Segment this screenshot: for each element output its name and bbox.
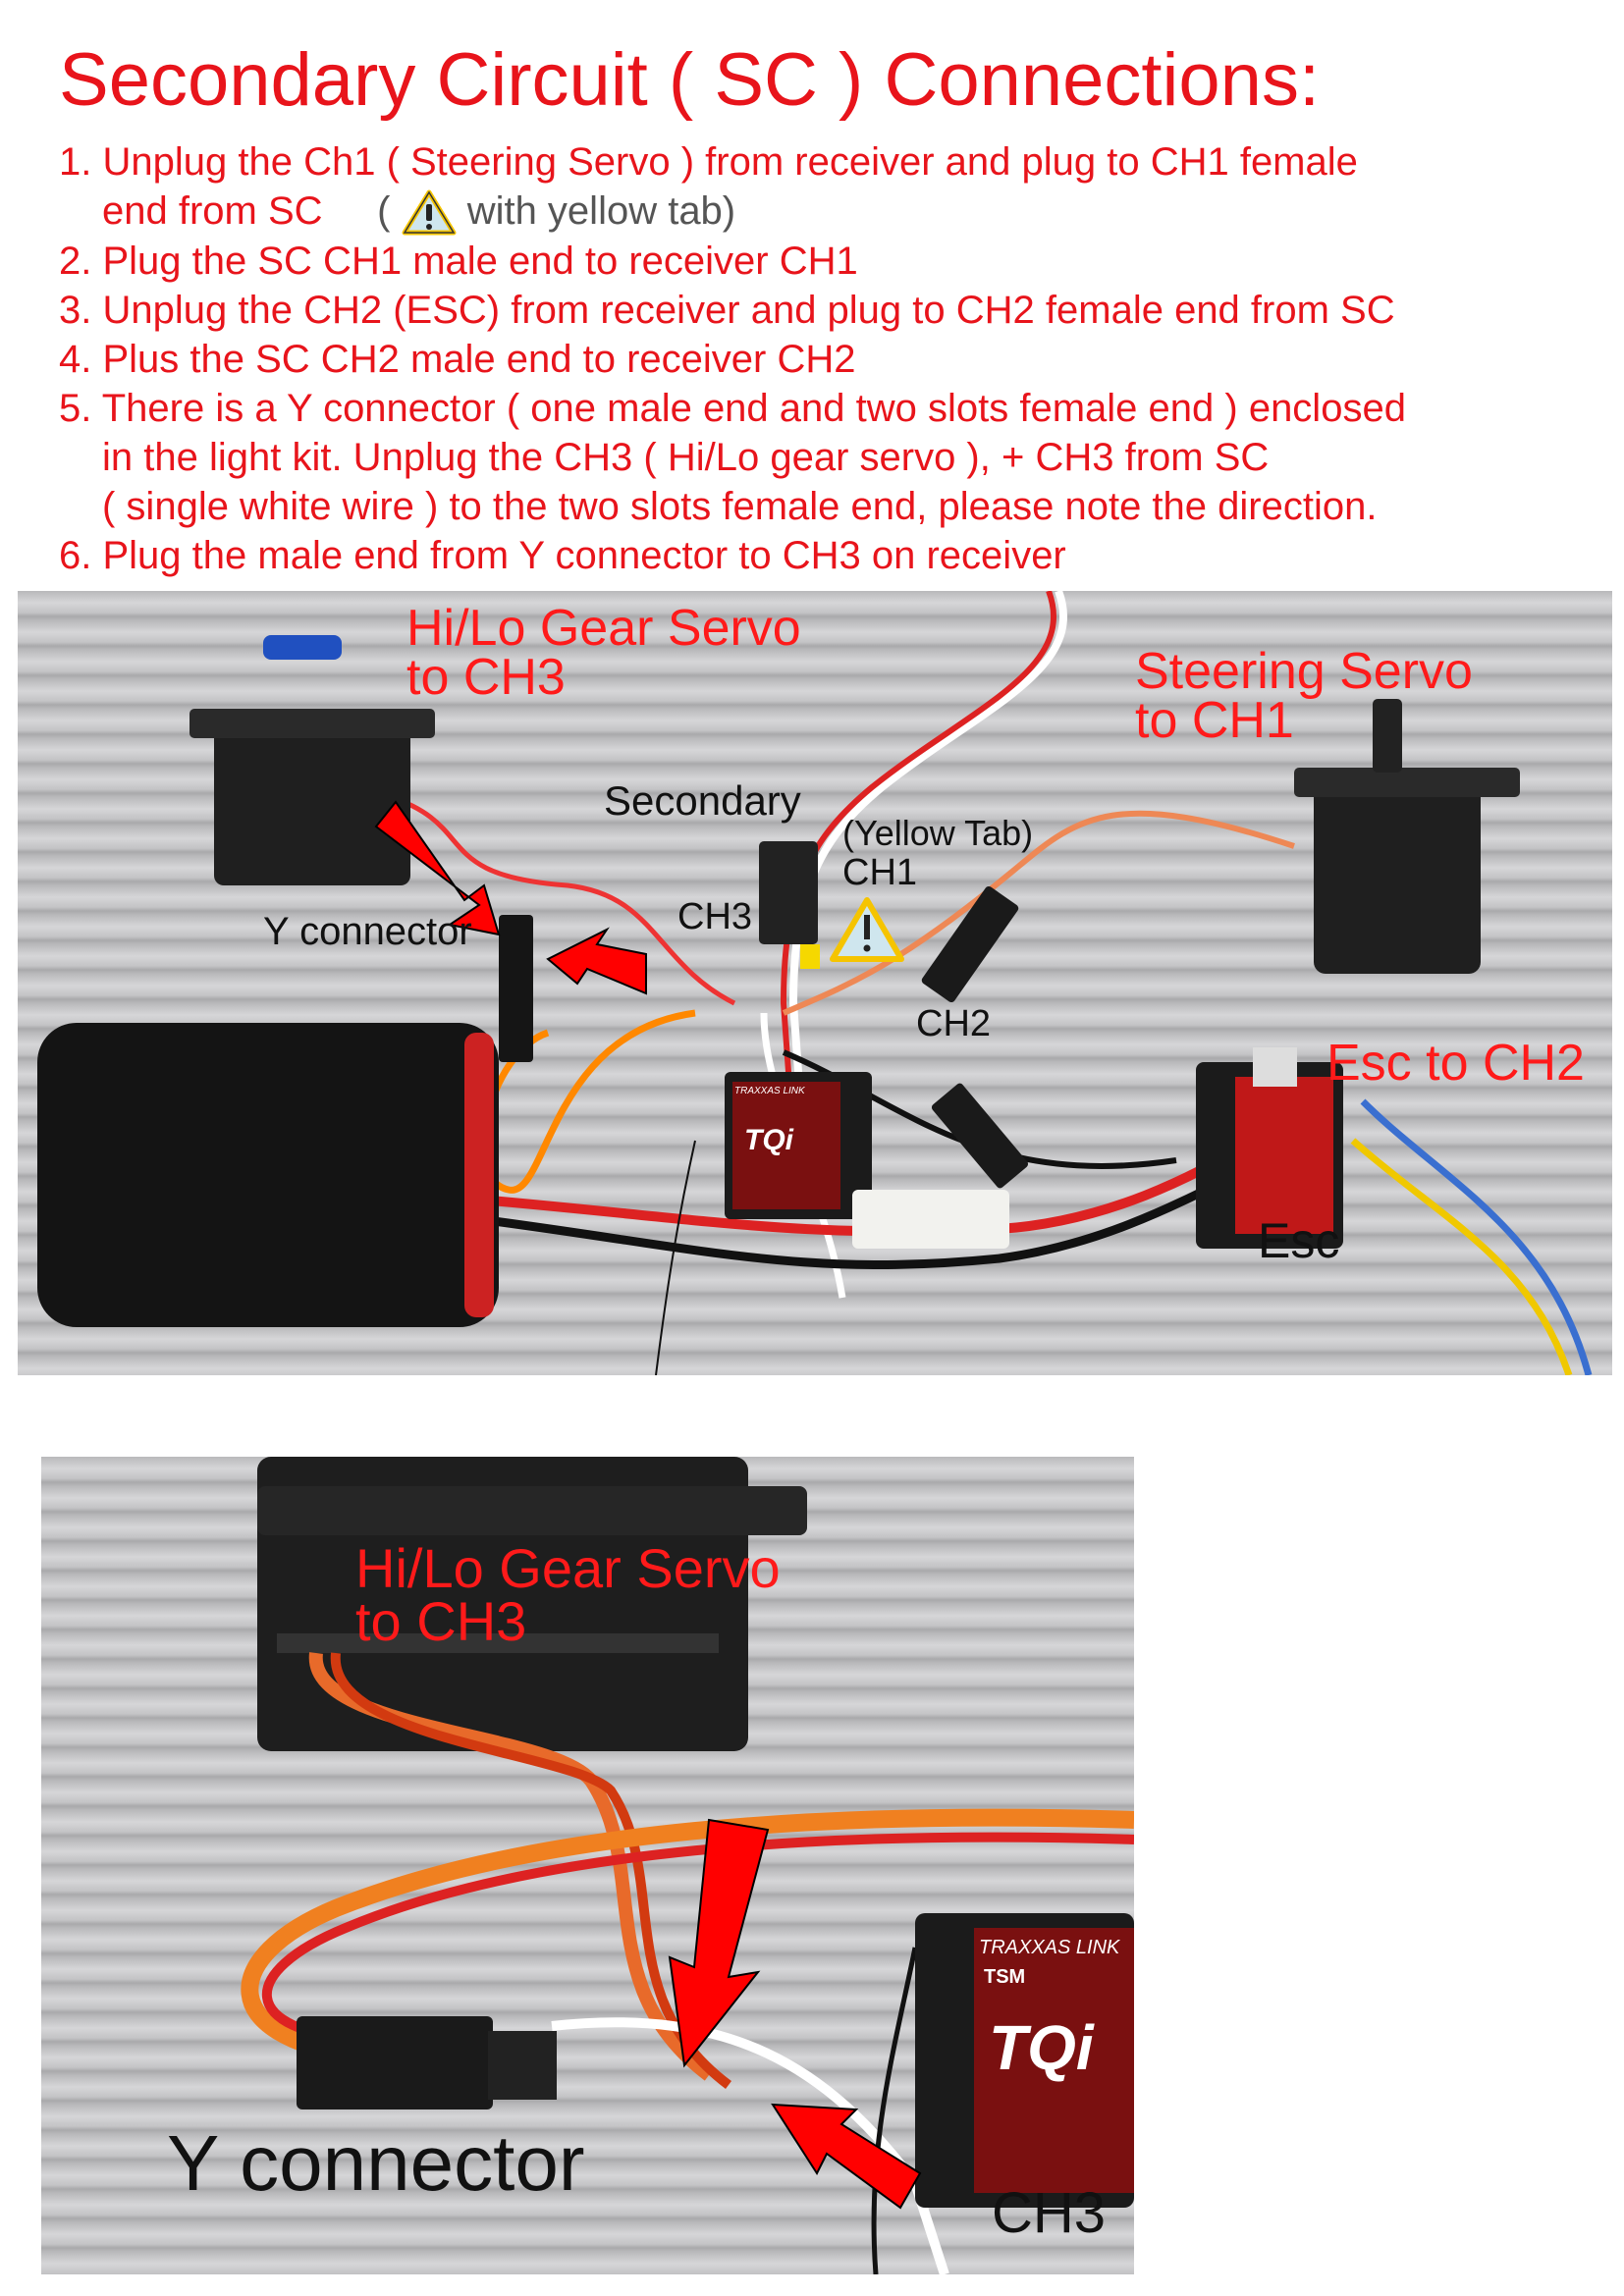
hilo-gear-servo xyxy=(189,635,435,885)
closeup-illustration xyxy=(241,1457,1134,2274)
wiring-overview-photo: Hi/Lo Gear Servo to CH3 Steering Servo t… xyxy=(18,591,1612,1375)
step-1-continued: end from SC ( with yellow tab) xyxy=(59,187,1406,237)
y-connector-closeup-photo: Hi/Lo Gear Servo to CH3 Y connector CH3 … xyxy=(41,1457,1134,2274)
receiver-model: TQi xyxy=(989,2012,1094,2083)
step-text: in the light kit. Unplug the CH3 ( Hi/Lo… xyxy=(102,436,1270,480)
step-text: Plug the male end from Y connector to CH… xyxy=(102,534,1066,578)
step-text: ( single white wire ) to the two slots f… xyxy=(102,485,1378,529)
y-connector-plug xyxy=(297,2016,493,2109)
battery-pack xyxy=(37,1023,499,1327)
ch3-label: CH3 xyxy=(677,896,753,937)
hilo-servo-label: Hi/Lo Gear Servo xyxy=(355,1537,781,1599)
step-5: 5. There is a Y connector ( one male end… xyxy=(59,384,1406,433)
ch2-label: CH2 xyxy=(916,1003,992,1044)
step-4: 4. Plus the SC CH2 male end to receiver … xyxy=(59,335,1406,384)
step-2: 2. Plug the SC CH1 male end to receiver … xyxy=(59,237,1406,286)
esc-to-ch2-label: Esc to CH2 xyxy=(1326,1035,1585,1092)
warning-icon xyxy=(830,897,904,962)
receiver xyxy=(915,1913,1134,2208)
hilo-gear-servo xyxy=(257,1457,807,1751)
secondary-circuit-module xyxy=(759,841,818,944)
hilo-servo-label-line2: to CH3 xyxy=(406,649,566,706)
step-5-continued-2: ( single white wire ) to the two slots f… xyxy=(59,482,1406,531)
step-6: 6. Plug the male end from Y connector to… xyxy=(59,531,1406,580)
step-text: Plus the SC CH2 male end to receiver CH2 xyxy=(102,338,856,382)
yellow-tab xyxy=(800,944,820,969)
secondary-label: Secondary xyxy=(604,777,801,824)
hilo-servo-label: Hi/Lo Gear Servo xyxy=(406,600,801,657)
receiver-model: TQi xyxy=(744,1124,793,1156)
steering-servo-label-line2: to CH1 xyxy=(1135,692,1294,749)
red-arrow xyxy=(771,2103,922,2210)
warning-icon xyxy=(402,189,457,236)
power-connector xyxy=(852,1190,1009,1249)
esc-label: Esc xyxy=(1258,1213,1340,1268)
steering-servo-label: Steering Servo xyxy=(1135,643,1473,700)
yellow-tab-label: (Yellow Tab) xyxy=(842,813,1034,853)
wiring-illustration xyxy=(37,591,1593,1375)
y-connector-plug xyxy=(499,915,533,1062)
step-1: 1. Unplug the Ch1 ( Steering Servo ) fro… xyxy=(59,137,1406,187)
red-arrow xyxy=(374,800,501,936)
step-number: 1. xyxy=(59,140,92,184)
step-number: 6. xyxy=(59,534,92,578)
receiver-tsm: TSM xyxy=(984,1966,1026,1988)
hilo-servo-label-line2: to CH3 xyxy=(355,1590,527,1652)
step-3: 3. Unplug the CH2 (ESC) from receiver an… xyxy=(59,286,1406,335)
note-paren: ( xyxy=(377,189,391,233)
step-text: end from SC xyxy=(102,189,323,233)
y-connector-label: Y connector xyxy=(263,910,472,953)
steering-servo xyxy=(1294,699,1520,974)
note-text: with yellow tab) xyxy=(466,189,736,233)
red-arrow xyxy=(546,927,647,995)
step-number: 3. xyxy=(59,289,92,333)
receiver xyxy=(725,1072,872,1219)
ch3-label: CH3 xyxy=(992,2181,1107,2245)
step-text: Plug the SC CH1 male end to receiver CH1 xyxy=(102,240,858,284)
step-number: 4. xyxy=(59,338,92,382)
step-number: 2. xyxy=(59,240,92,284)
receiver-brand: TRAXXAS LINK xyxy=(734,1086,805,1096)
page-title: Secondary Circuit ( SC ) Connections: xyxy=(59,38,1321,122)
instruction-list: 1. Unplug the Ch1 ( Steering Servo ) fro… xyxy=(59,137,1406,580)
y-connector-label: Y connector xyxy=(167,2119,585,2207)
step-5-continued: in the light kit. Unplug the CH3 ( Hi/Lo… xyxy=(59,433,1406,482)
red-arrow xyxy=(668,1818,770,2068)
ch1-label: CH1 xyxy=(842,852,918,893)
step-number: 5. xyxy=(59,387,92,431)
step-text: Unplug the CH2 (ESC) from receiver and p… xyxy=(102,289,1395,333)
receiver-brand: TRAXXAS LINK xyxy=(979,1937,1120,1958)
step-text: There is a Y connector ( one male end an… xyxy=(101,387,1406,431)
step-text: Unplug the Ch1 ( Steering Servo ) from r… xyxy=(102,140,1358,184)
esc xyxy=(1196,1047,1343,1249)
